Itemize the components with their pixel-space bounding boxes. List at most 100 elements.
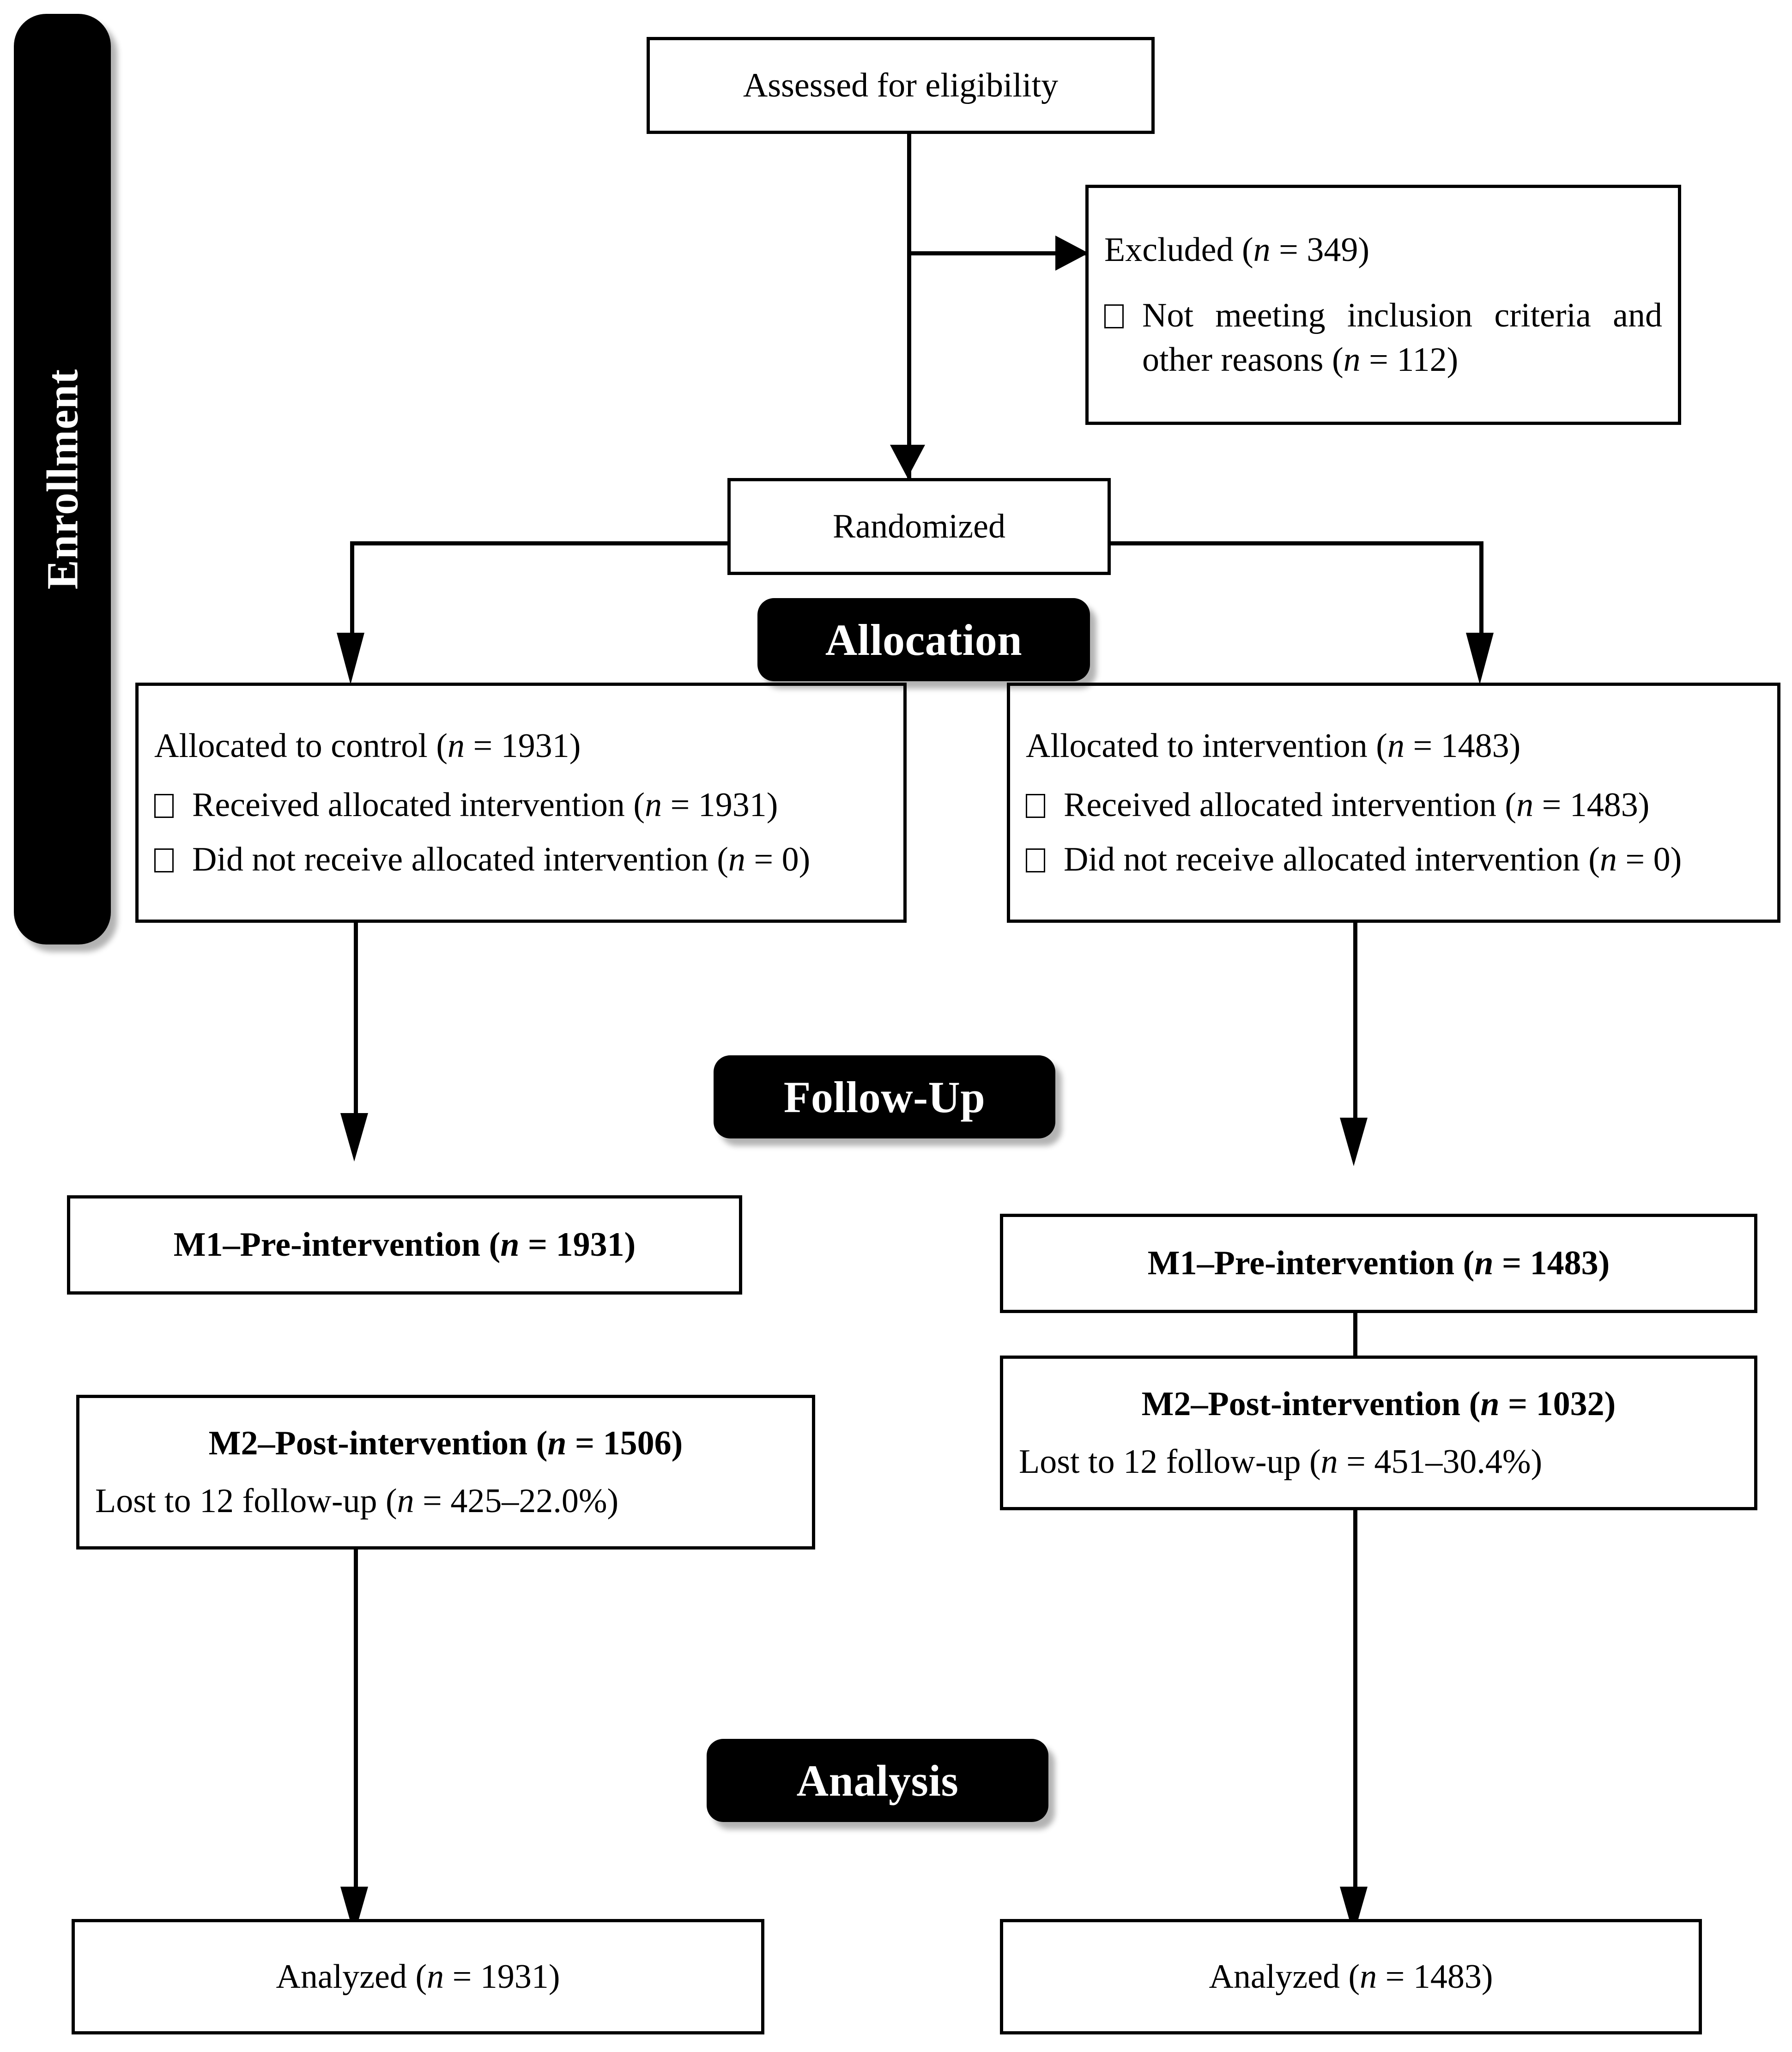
allocated-intervention-heading-n-symbol: n — [1387, 726, 1405, 765]
box-control-m1: M1–Pre-intervention (n = 1931) — [67, 1195, 742, 1295]
allocated-intervention-bullet-0-n-symbol: n — [1516, 786, 1534, 824]
allocated-control-bullet-0-n-symbol: n — [645, 786, 662, 824]
allocated-intervention-bullet-1-n-value: = 0) — [1616, 841, 1682, 879]
control-m1-n-symbol: n — [500, 1226, 520, 1264]
allocated-control-heading-n-symbol: n — [447, 726, 465, 765]
box-intervention-m2: M2–Post-intervention (n = 1032) Lost to … — [1000, 1356, 1757, 1510]
allocated-control-bullet-0-label: Received allocated intervention ( — [192, 786, 645, 824]
allocated-control-heading-label: Allocated to control ( — [154, 726, 448, 765]
control-m2-n-value: = 1506) — [566, 1424, 683, 1463]
intervention-m2-n-value: = 1032) — [1499, 1385, 1616, 1423]
box-assessed-for-eligibility: Assessed for eligibility — [647, 37, 1155, 134]
arrowhead-into-intervention-m1 — [1340, 1118, 1368, 1166]
stage-label-enrollment-text: Enrollment — [37, 369, 87, 590]
allocated-control-bullet-1-label: Did not receive allocated intervention ( — [192, 841, 728, 879]
intervention-analyzed-n-symbol: n — [1360, 1957, 1377, 1996]
connector-intervention-m1-to-m2 — [1353, 1313, 1357, 1356]
bullet-square-icon — [154, 793, 174, 818]
control-lost-label: Lost to 12 follow-up ( — [95, 1482, 397, 1520]
allocated-control-heading: Allocated to control (n = 1931) — [154, 724, 888, 768]
intervention-analyzed-n-value: = 1483) — [1377, 1957, 1493, 1996]
arrowhead-into-intervention-allocation — [1466, 633, 1494, 684]
intervention-lost-n-symbol: n — [1320, 1442, 1338, 1481]
allocated-control-heading-n-value: = 1931) — [464, 726, 581, 765]
control-analyzed-n-value: = 1931) — [444, 1957, 560, 1996]
control-analyzed-n-symbol: n — [427, 1957, 444, 1996]
control-m1-label: M1–Pre-intervention ( — [173, 1226, 501, 1264]
bullet-square-icon — [1026, 848, 1045, 873]
control-m1-n-value: = 1931) — [519, 1226, 636, 1264]
connector-randomized-right-down — [1479, 541, 1483, 647]
connector-control-m2-to-analyzed — [354, 1550, 358, 1924]
arrowhead-into-excluded — [1055, 236, 1089, 271]
stage-label-analysis-text: Analysis — [796, 1755, 959, 1805]
assessed-for-eligibility-text: Assessed for eligibility — [743, 66, 1059, 104]
allocated-intervention-heading-n-value: = 1483) — [1404, 726, 1521, 765]
bullet-square-icon — [1104, 304, 1124, 328]
intervention-m1-n-value: = 1483) — [1493, 1244, 1610, 1283]
excluded-bullet-0-n-symbol: n — [1343, 341, 1361, 379]
control-lost-n-value: = 425–22.0%) — [414, 1482, 619, 1520]
excluded-bullet-0-label: Not meeting inclusion criteria and other… — [1142, 296, 1662, 379]
bullet-square-icon — [154, 848, 174, 873]
arrowhead-into-randomized — [890, 445, 925, 478]
intervention-m2-label: M2–Post-intervention ( — [1141, 1385, 1481, 1423]
excluded-bullet-0: Not meeting inclusion criteria and other… — [1104, 293, 1662, 382]
allocated-control-bullet-1-text: Did not receive allocated intervention (… — [192, 837, 888, 882]
allocated-intervention-bullet-1-n-symbol: n — [1599, 841, 1617, 879]
stage-label-allocation: Allocation — [757, 598, 1090, 681]
excluded-heading-n-value: = 349) — [1270, 230, 1369, 269]
connector-eligibility-to-randomized — [907, 134, 911, 478]
allocated-intervention-heading: Allocated to intervention (n = 1483) — [1026, 724, 1762, 768]
allocated-intervention-bullet-0-n-value: = 1483) — [1533, 786, 1650, 824]
intervention-m1-label: M1–Pre-intervention ( — [1147, 1244, 1475, 1283]
allocated-intervention-heading-label: Allocated to intervention ( — [1026, 726, 1387, 765]
box-excluded: Excluded (n = 349) Not meeting inclusion… — [1085, 185, 1681, 425]
box-intervention-analyzed: Analyzed (n = 1483) — [1000, 1919, 1702, 2034]
intervention-analyzed-text: Analyzed (n = 1483) — [1019, 1955, 1683, 1999]
stage-label-follow-up: Follow-Up — [714, 1055, 1055, 1138]
stage-label-allocation-text: Allocation — [825, 615, 1023, 665]
connector-intervention-allocation-to-m1 — [1353, 923, 1357, 1151]
intervention-analyzed-label: Analyzed ( — [1209, 1957, 1360, 1996]
connector-intervention-m2-to-analyzed — [1353, 1510, 1357, 1924]
box-allocated-control: Allocated to control (n = 1931) Received… — [135, 683, 907, 923]
intervention-lost-label: Lost to 12 follow-up ( — [1019, 1442, 1321, 1481]
intervention-lost-n-value: = 451–30.4%) — [1338, 1442, 1543, 1481]
randomized-text: Randomized — [832, 507, 1005, 545]
allocated-intervention-bullet-0-text: Received allocated intervention (n = 148… — [1064, 783, 1762, 827]
allocated-control-bullet-0-n-value: = 1931) — [662, 786, 778, 824]
excluded-heading-label: Excluded ( — [1104, 230, 1253, 269]
excluded-bullet-0-text: Not meeting inclusion criteria and other… — [1142, 293, 1662, 382]
allocated-control-bullet-0-text: Received allocated intervention (n = 193… — [192, 783, 888, 827]
bullet-square-icon — [1026, 793, 1045, 818]
connector-control-allocation-to-m1 — [354, 923, 358, 1147]
control-lost-n-symbol: n — [397, 1482, 414, 1520]
excluded-bullet-0-n-value: = 112) — [1360, 341, 1459, 379]
excluded-heading-n-symbol: n — [1253, 230, 1271, 269]
control-m2-text: M2–Post-intervention (n = 1506) — [95, 1421, 796, 1465]
allocated-control-bullet-1: Did not receive allocated intervention (… — [154, 837, 888, 882]
intervention-m2-n-symbol: n — [1480, 1385, 1500, 1423]
allocated-control-bullet-1-n-symbol: n — [728, 841, 745, 879]
connector-randomized-left — [350, 541, 729, 545]
box-allocated-intervention: Allocated to intervention (n = 1483) Rec… — [1007, 683, 1780, 923]
allocated-control-bullet-1-n-value: = 0) — [745, 841, 811, 879]
allocated-intervention-bullet-0: Received allocated intervention (n = 148… — [1026, 783, 1762, 827]
intervention-m1-n-symbol: n — [1474, 1244, 1494, 1283]
control-analyzed-label: Analyzed ( — [276, 1957, 427, 1996]
allocated-control-bullet-0: Received allocated intervention (n = 193… — [154, 783, 888, 827]
control-lost-text: Lost to 12 follow-up (n = 425–22.0%) — [95, 1479, 796, 1523]
intervention-lost-text: Lost to 12 follow-up (n = 451–30.4%) — [1019, 1440, 1738, 1484]
arrowhead-into-control-allocation — [337, 633, 364, 684]
box-randomized: Randomized — [727, 478, 1111, 575]
box-control-analyzed: Analyzed (n = 1931) — [72, 1919, 764, 2034]
box-control-m2: M2–Post-intervention (n = 1506) Lost to … — [76, 1395, 815, 1550]
allocated-intervention-bullet-1-label: Did not receive allocated intervention ( — [1064, 841, 1600, 879]
allocated-intervention-bullet-1: Did not receive allocated intervention (… — [1026, 837, 1762, 882]
intervention-m2-text: M2–Post-intervention (n = 1032) — [1019, 1382, 1738, 1426]
excluded-heading: Excluded (n = 349) — [1104, 228, 1662, 272]
arrowhead-into-control-m1 — [340, 1113, 368, 1162]
allocated-intervention-bullet-0-label: Received allocated intervention ( — [1064, 786, 1517, 824]
